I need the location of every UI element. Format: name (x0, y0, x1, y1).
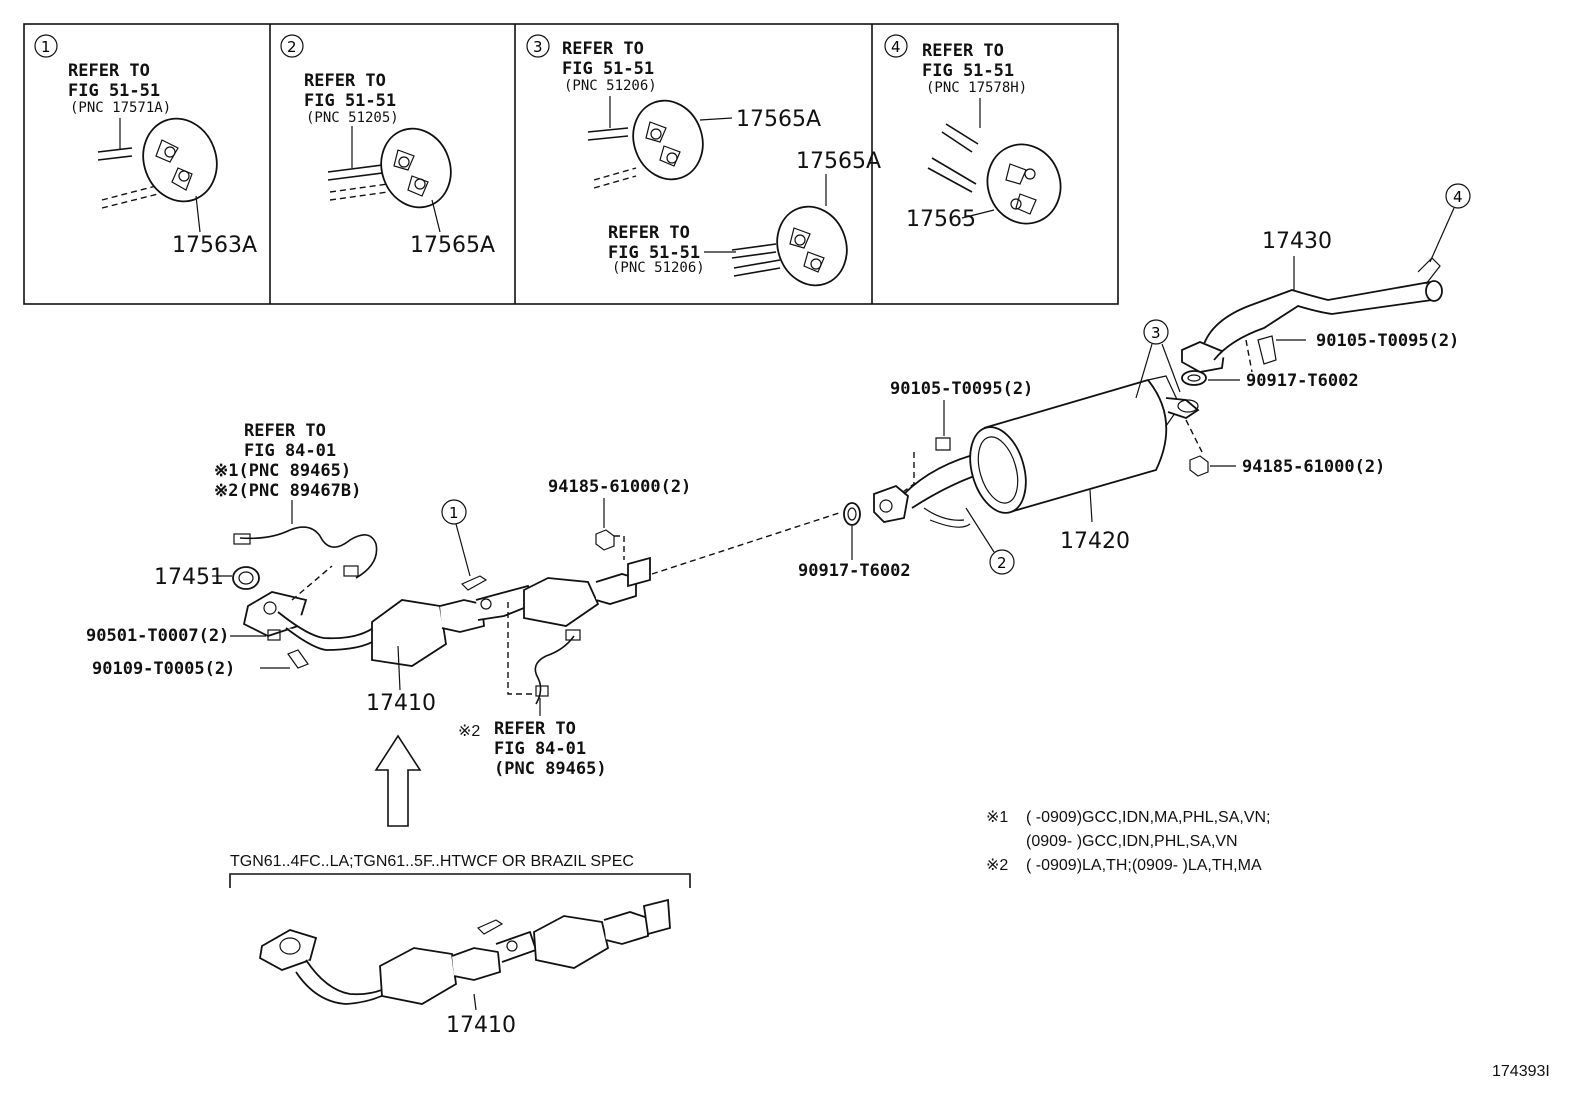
part-17565: 17565 (906, 207, 976, 232)
inset-2-refer-line3: (PNC 51205) (306, 110, 399, 126)
sensor-ref-line3: ※1(PNC 89465) (214, 461, 351, 481)
svg-text:2: 2 (287, 38, 297, 56)
front-pipe-17410-alt: 17410 (259, 898, 671, 1038)
inset-2: 2 REFER TO FIG 51-51 (PNC 51205) 17565A (280, 34, 495, 258)
bolt-90109: 90109-T0005(2) (92, 649, 309, 679)
part-17410-alt: 17410 (446, 1013, 516, 1038)
callout-3: 3 (1135, 319, 1181, 399)
svg-text:4: 4 (891, 38, 901, 56)
inset-1-refer-line2: FIG 51-51 (68, 81, 160, 101)
inset-3-refer-line2: FIG 51-51 (562, 59, 654, 79)
svg-text:4: 4 (1453, 188, 1463, 206)
inset-4-refer-line1: REFER TO (922, 41, 1004, 61)
callout-1: 1 (441, 499, 471, 577)
note-2-text: (0909- )GCC,IDN,PHL,SA,VN (1026, 833, 1238, 850)
part-94185-front: 94185-61000(2) (548, 477, 691, 497)
part-17410-main: 17410 (366, 691, 436, 716)
callout-2-inset: 2 (280, 34, 304, 58)
part-90109: 90109-T0005(2) (92, 659, 235, 679)
rubber-hanger-17565a-upper (632, 99, 704, 181)
inset-3-refer2-line2: FIG 51-51 (608, 243, 700, 263)
part-17420: 17420 (1060, 529, 1130, 554)
spec-label: TGN61..4FC..LA;TGN61..5F..HTWCF OR BRAZI… (230, 853, 634, 870)
rubber-hanger-17565a-inset2 (380, 127, 452, 209)
sensor-ref-line1: REFER TO (244, 421, 326, 441)
callout-4-inset: 4 (884, 34, 908, 58)
bolt-90501: 90501-T0007(2) (86, 626, 281, 646)
svg-text:1: 1 (449, 504, 459, 522)
alternate-spec: TGN61..4FC..LA;TGN61..5F..HTWCF OR BRAZI… (229, 734, 691, 1038)
inset-4: 4 REFER TO FIG 51-51 (PNC 17578H) 17565 (884, 34, 1062, 232)
inset-3-refer2-line1: REFER TO (608, 223, 690, 243)
callout-3-inset: 3 (526, 34, 550, 58)
sensor-ref-line4: ※2(PNC 89467B) (214, 481, 361, 501)
callout-4: 4 (1429, 183, 1471, 263)
svg-text:3: 3 (533, 38, 543, 56)
part-94185-rear: 94185-61000(2) (1242, 457, 1385, 477)
applicability-notes: ※1 ( -0909)GCC,IDN,MA,PHL,SA,VN; (0909- … (986, 809, 1271, 874)
inset-2-refer-line2: FIG 51-51 (304, 91, 396, 111)
inset-3-refer-line3: (PNC 51206) (564, 78, 657, 94)
part-90105-front: 90105-T0095(2) (890, 379, 1033, 399)
rubber-hanger-17565a-lower (776, 205, 848, 287)
inset-1: 1 REFER TO FIG 51-51 (PNC 17571A) 17563A (34, 34, 257, 258)
bolt-90105-front: 90105-T0095(2) (890, 379, 1033, 495)
callout-1-inset: 1 (34, 34, 58, 58)
part-90501: 90501-T0007(2) (86, 626, 229, 646)
rubber-hanger-17563a (142, 117, 218, 203)
tail-pipe-17430: 17430 (1181, 229, 1443, 373)
note-1-text: ( -0909)GCC,IDN,MA,PHL,SA,VN; (1026, 809, 1271, 826)
rubber-hanger-17565 (986, 143, 1062, 225)
gasket-17451: 17451 (154, 565, 260, 590)
inset-4-refer-line3: (PNC 17578H) (926, 80, 1027, 96)
figure-id: 174393I (1492, 1063, 1550, 1080)
part-17430: 17430 (1262, 229, 1332, 254)
inset-4-refer-line2: FIG 51-51 (922, 61, 1014, 81)
note-3-text: ( -0909)LA,TH;(0909- )LA,TH,MA (1026, 857, 1262, 874)
gasket-90917-front: 90917-T6002 (798, 502, 911, 581)
inset-2-refer-line1: REFER TO (304, 71, 386, 91)
sensor-ref2-line3: (PNC 89465) (494, 759, 607, 779)
muffler-17420: 17420 (873, 375, 1200, 554)
part-17565a-lower: 17565A (796, 149, 881, 174)
callout-2: 2 (965, 507, 1015, 575)
inset-3: 3 REFER TO FIG 51-51 (PNC 51206) 17565A … (526, 34, 881, 287)
nut-94185-rear: 94185-61000(2) (1185, 419, 1385, 477)
oxygen-sensor-lower: ※2 REFER TO FIG 84-01 (PNC 89465) (458, 602, 607, 779)
note-3-mark: ※2 (986, 857, 1008, 874)
part-90917-rear: 90917-T6002 (1246, 371, 1359, 391)
part-90105-rear: 90105-T0095(2) (1316, 331, 1459, 351)
inset-1-refer-line1: REFER TO (68, 61, 150, 81)
part-17563a: 17563A (172, 233, 257, 258)
bolt-90105-rear: 90105-T0095(2) (1245, 331, 1459, 373)
nut-94185-front: 94185-61000(2) (548, 477, 691, 560)
inset-panels (23, 23, 1119, 305)
inset-3-refer-line1: REFER TO (562, 39, 644, 59)
svg-text:3: 3 (1151, 324, 1161, 342)
svg-text:1: 1 (41, 38, 51, 56)
oxygen-sensor-upper: REFER TO FIG 84-01 ※1(PNC 89465) ※2(PNC … (214, 421, 378, 579)
part-17565a-upper: 17565A (736, 107, 821, 132)
front-pipe-17410: 17410 (242, 556, 651, 716)
sensor-ref2-mark: ※2 (458, 723, 480, 740)
gasket-90917-rear: 90917-T6002 (1181, 370, 1359, 391)
inset-3-refer2-line3: (PNC 51206) (612, 260, 705, 276)
part-90917-front: 90917-T6002 (798, 561, 911, 581)
sensor-ref2-line2: FIG 84-01 (494, 739, 586, 759)
part-17451: 17451 (154, 565, 224, 590)
svg-text:2: 2 (997, 554, 1007, 572)
note-1-mark: ※1 (986, 809, 1008, 826)
sensor-ref2-line1: REFER TO (494, 719, 576, 739)
inset-1-refer-line3: (PNC 17571A) (70, 100, 171, 116)
part-17565a-inset2: 17565A (410, 233, 495, 258)
sensor-ref-line2: FIG 84-01 (244, 441, 336, 461)
